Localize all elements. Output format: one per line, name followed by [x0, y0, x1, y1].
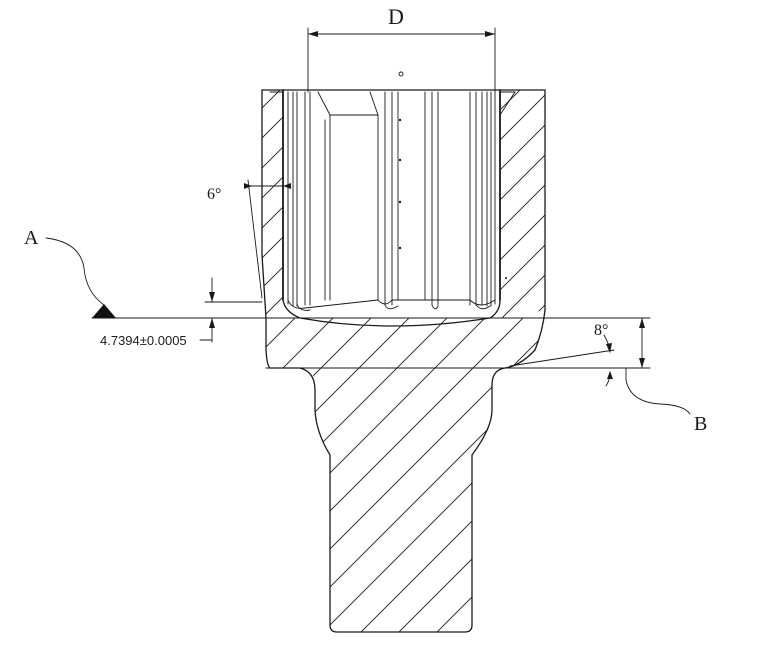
hatch-line: [657, 315, 758, 640]
hatch-line: [500, 90, 545, 318]
hatch-line: [276, 318, 545, 632]
hatch-line: [345, 85, 585, 325]
hatch-line: [435, 85, 675, 325]
hatch-line: [733, 315, 758, 640]
cup-interior: [269, 71, 516, 311]
hatch-line: [262, 90, 283, 318]
hatch-line: [615, 85, 758, 325]
hatch-line: [500, 90, 545, 318]
hatch-line: [266, 318, 299, 632]
hatch-line: [705, 85, 758, 325]
hatch-clipRightWall: [255, 85, 758, 325]
hatch-line: [466, 318, 545, 632]
datum-a-label: A: [24, 227, 39, 249]
hatch-line: [262, 90, 283, 318]
angle-right-label: 8°: [594, 322, 608, 339]
hatch-line: [500, 90, 545, 318]
angle-left-label: 6°: [207, 186, 221, 203]
hatch-line: [500, 90, 526, 318]
hatch-line: [255, 85, 495, 325]
hatch-line: [555, 85, 758, 325]
datum-b-label: B: [694, 413, 707, 435]
hatch-line: [645, 85, 758, 325]
hatch-line: [266, 318, 375, 632]
hatch-line: [390, 318, 545, 632]
datum-triangle: [92, 304, 116, 318]
hatch-line: [15, 85, 255, 325]
hatch-clipLeftWall: [15, 85, 758, 325]
hatch-line: [542, 318, 545, 632]
angle-8-dimension: 8°: [504, 322, 651, 387]
hatch-line: [266, 318, 337, 632]
hatch-line: [525, 85, 758, 325]
hatch-line: [585, 85, 758, 325]
hatch-line: [500, 90, 545, 318]
hatch-line: [262, 90, 283, 318]
hatch-line: [266, 318, 413, 632]
hatch-line: [262, 90, 283, 318]
hatch-line: [266, 318, 527, 632]
datum-b: B: [625, 317, 707, 435]
dimension-d-label: D: [388, 4, 404, 29]
hatch-line: [262, 90, 283, 318]
dimension-d: D: [307, 4, 496, 93]
hatch-line: [695, 315, 758, 640]
hatch-line: [524, 90, 545, 318]
hatch-line: [500, 90, 545, 318]
hatch-line: [735, 85, 758, 325]
height-tolerance-label: 4.7394±0.0005: [100, 333, 187, 348]
section-hatching: [0, 85, 758, 640]
datum-a: A: [24, 227, 651, 319]
hatch-line: [675, 85, 758, 325]
hatch-line: [262, 90, 283, 318]
hatch-line: [0, 315, 260, 640]
hatch-line: [504, 318, 545, 632]
hatch-line: [581, 315, 758, 640]
hatch-line: [619, 315, 758, 640]
hatch-line: [262, 90, 283, 318]
angle-6-dimension: 6°: [207, 179, 291, 299]
hatch-line: [285, 85, 525, 325]
hatch-clipBody: [0, 315, 758, 640]
hatch-line: [500, 90, 545, 318]
height-dimension: 4.7394±0.0005: [100, 277, 263, 348]
hatch-line: [262, 90, 283, 318]
